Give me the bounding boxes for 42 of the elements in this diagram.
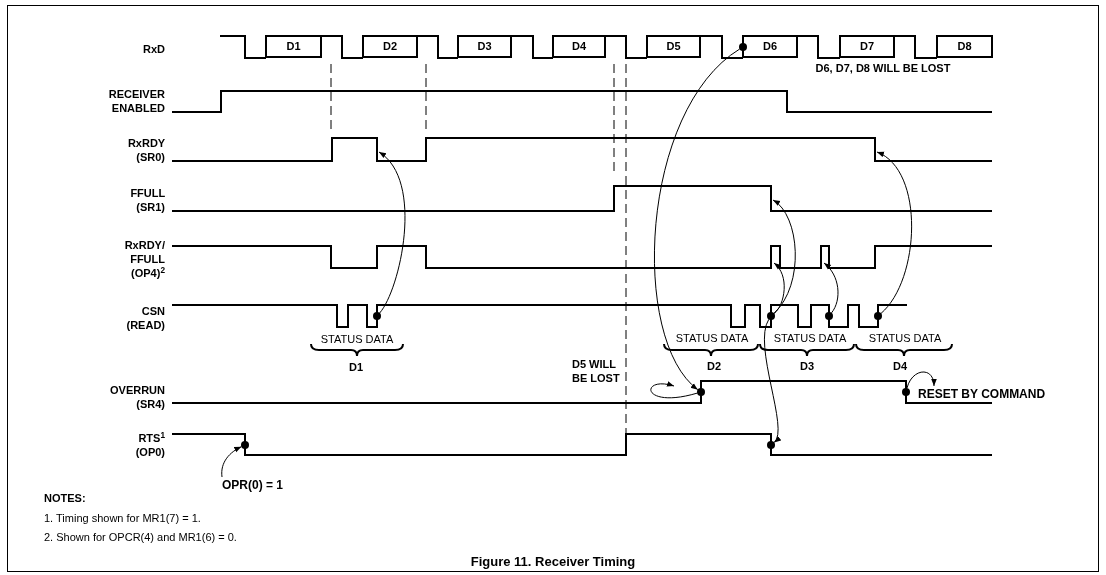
cause-arrow	[823, 262, 839, 314]
annotation-text: STATUS DATA	[773, 331, 847, 345]
annotation-text: D5 WILL BE LOST	[572, 357, 621, 385]
annotation-text: D3	[799, 359, 815, 373]
annotation-text: OPR(0) = 1	[222, 477, 294, 492]
annotation-text: D4	[892, 359, 908, 373]
data-bit-box: D1	[265, 35, 322, 58]
annotation-text: RESET BY COMMAND	[918, 386, 1060, 402]
cause-arrow	[772, 199, 796, 314]
annotation-text: 1. Timing shown for MR1(7) = 1.	[44, 511, 201, 525]
annotation-text: D2	[706, 359, 722, 373]
data-bit-box: D7	[839, 35, 895, 58]
data-bit-box: D5	[646, 35, 701, 58]
signal-name: RTS$^{1}$ (OP0)	[135, 431, 165, 459]
signal-name: OVERRUN (SR4)	[110, 383, 165, 411]
cause-arrow	[763, 318, 781, 443]
cause-arrow	[906, 371, 937, 389]
cause-arrow	[221, 446, 242, 478]
figure-caption: Figure 11. Receiver Timing	[470, 553, 636, 572]
annotation-text: STATUS DATA	[675, 331, 749, 345]
signal-name: RxRDY/ FFULL (OP4)$^{2}$	[124, 238, 165, 280]
annotation-text: STATUS DATA	[868, 331, 942, 345]
data-bit-box: D2	[362, 35, 418, 58]
annotation-text: NOTES:	[44, 491, 86, 505]
cause-arrow	[378, 151, 406, 314]
cause-arrow	[876, 151, 913, 314]
cause-arrow	[773, 262, 785, 315]
data-bit-box: D3	[457, 35, 512, 58]
annotation-text: D1	[348, 360, 364, 374]
data-bit-box: D8	[936, 35, 993, 58]
signal-name: FFULL (SR1)	[130, 186, 165, 214]
annotation-text: STATUS DATA	[320, 332, 394, 346]
annotation-text: 2. Shown for OPCR(4) and MR1(6) = 0.	[44, 530, 237, 544]
signal-name: RECEIVER ENABLED	[108, 87, 165, 115]
signal-name: RxD	[143, 42, 165, 56]
signal-name: CSN (READ)	[126, 304, 165, 332]
cause-arrow	[650, 381, 698, 399]
signal-name: RxRDY (SR0)	[127, 136, 165, 164]
cause-arrow	[653, 48, 741, 391]
annotation-text: D6, D7, D8 WILL BE LOST	[815, 61, 951, 75]
data-bit-box: D4	[552, 35, 606, 58]
data-bit-box: D6	[742, 35, 798, 58]
